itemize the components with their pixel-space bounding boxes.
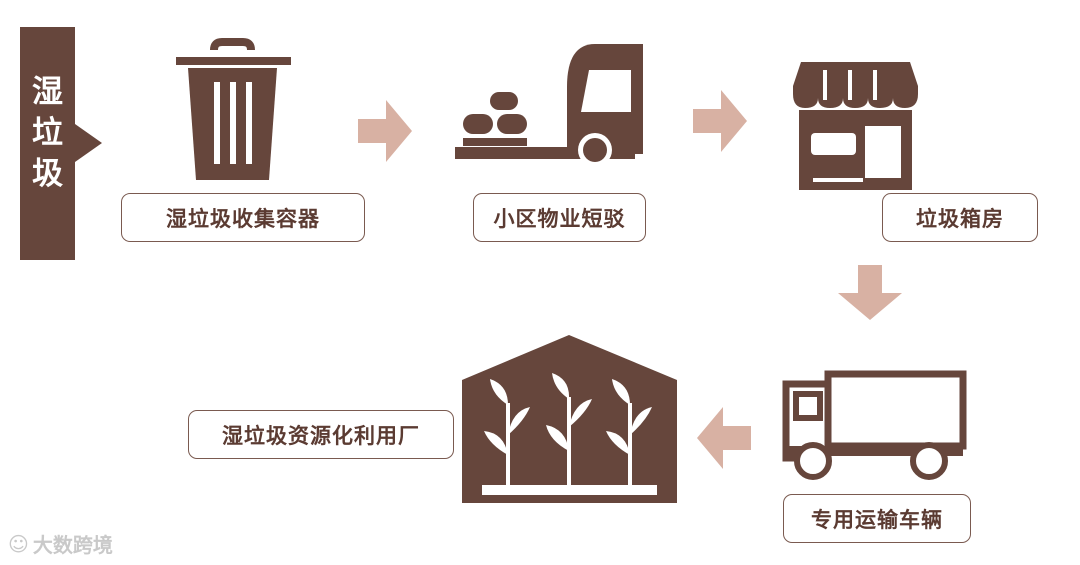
side-bar <box>20 27 75 260</box>
watermark-logo-icon: ☺ <box>8 531 29 556</box>
watermark: ☺ 大数跨境 <box>8 529 113 558</box>
side-label: 湿 垃 圾 <box>20 72 75 195</box>
side-arrow <box>75 124 102 162</box>
trash-can-icon <box>176 38 291 180</box>
label-transport-vehicle: 专用运输车辆 <box>783 494 971 543</box>
dump-truck-icon <box>782 370 967 480</box>
greenhouse-plant-icon <box>462 335 677 503</box>
store-icon <box>793 62 918 190</box>
label-recycling-plant: 湿垃圾资源化利用厂 <box>188 410 454 459</box>
side-char-3: 圾 <box>32 156 63 192</box>
side-char-2: 垃 <box>32 115 63 151</box>
label-collect-container: 湿垃圾收集容器 <box>121 193 365 242</box>
flow-arrow-down <box>838 265 902 320</box>
flow-arrow-right-2 <box>693 90 747 152</box>
label-short-haul: 小区物业短驳 <box>473 193 646 242</box>
watermark-text: 大数跨境 <box>32 533 113 557</box>
truck-with-bags-icon <box>455 44 643 167</box>
flow-arrow-right-1 <box>358 100 412 162</box>
side-char-1: 湿 <box>32 74 63 110</box>
flow-arrow-left <box>697 407 751 469</box>
label-garbage-room: 垃圾箱房 <box>882 193 1038 242</box>
